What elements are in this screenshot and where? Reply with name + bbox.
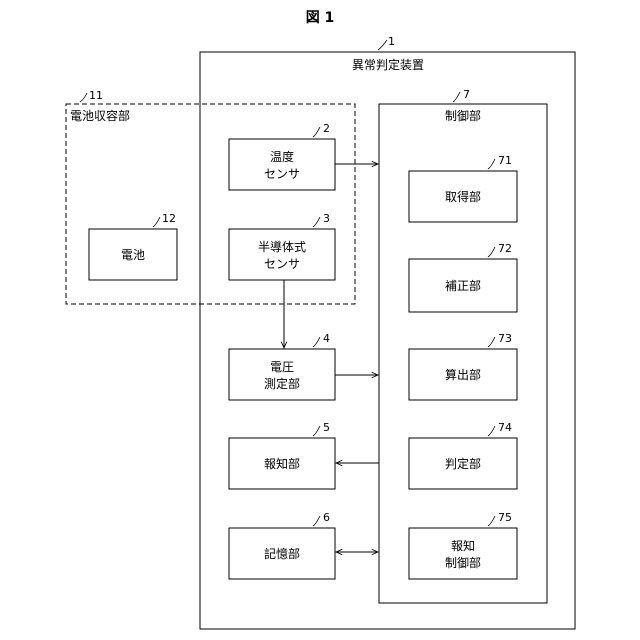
notification-unit-label: 報知部 [264,456,300,471]
device-label: 異常判定装置 [352,57,424,72]
acquisition-unit-label: 取得部 [445,189,481,204]
battery-housing-ref: 11 [89,89,103,102]
battery-housing-label: 電池収容部 [70,108,130,123]
voltage-measurement-ref: 4 [323,332,330,345]
judgment-unit-ref: 74 [498,421,512,434]
device-ref-leader [378,40,387,50]
notification-control-unit-ref: 75 [498,511,512,524]
notification-control-unit-line2: 制御部 [445,555,481,570]
acquisition-unit-ref: 71 [498,154,512,167]
notification-unit-ref-leader [313,426,320,436]
voltage-measurement-ref-leader [313,337,320,347]
control-unit-ref-leader [453,92,460,102]
temperature-sensor-line1: 温度 [270,149,294,164]
semiconductor-sensor-box [229,229,335,280]
correction-unit-label: 補正部 [445,278,481,293]
notification-control-unit-box [409,528,517,579]
temperature-sensor-ref: 2 [323,122,330,135]
judgment-unit-ref-leader [488,426,495,436]
battery-label: 電池 [121,248,145,262]
battery-housing-box [66,104,355,304]
storage-unit-label: 記憶部 [264,546,300,561]
notification-control-unit-ref-leader [488,516,495,526]
semiconductor-sensor-line1: 半導体式 [258,240,306,254]
calculation-unit-ref: 73 [498,332,512,345]
battery-housing-ref-leader [80,93,87,102]
figure-title: 図 1 [306,10,335,26]
semiconductor-sensor-line2: センサ [264,257,300,271]
calculation-unit-ref-leader [488,337,495,347]
device-ref: 1 [388,35,395,48]
voltage-measurement-line1: 電圧 [270,360,294,374]
storage-unit-ref: 6 [323,511,330,524]
correction-unit-ref: 72 [498,242,512,255]
temperature-sensor-box [229,139,335,190]
notification-unit-ref: 5 [323,421,330,434]
control-unit-ref: 7 [463,88,470,101]
battery-ref: 12 [162,212,176,225]
voltage-measurement-line2: 測定部 [264,376,300,391]
judgment-unit-label: 判定部 [445,456,481,471]
acquisition-unit-ref-leader [488,159,495,169]
temperature-sensor-ref-leader [313,127,320,137]
correction-unit-ref-leader [488,247,495,257]
calculation-unit-label: 算出部 [445,367,481,382]
voltage-measurement-box [229,349,335,400]
notification-control-unit-line1: 報知 [451,539,475,553]
temperature-sensor-line2: センサ [264,167,300,181]
battery-ref-leader [153,217,160,227]
storage-unit-ref-leader [313,516,320,526]
semiconductor-sensor-ref: 3 [323,212,330,225]
control-unit-label: 制御部 [445,108,481,123]
semiconductor-sensor-ref-leader [313,217,320,227]
